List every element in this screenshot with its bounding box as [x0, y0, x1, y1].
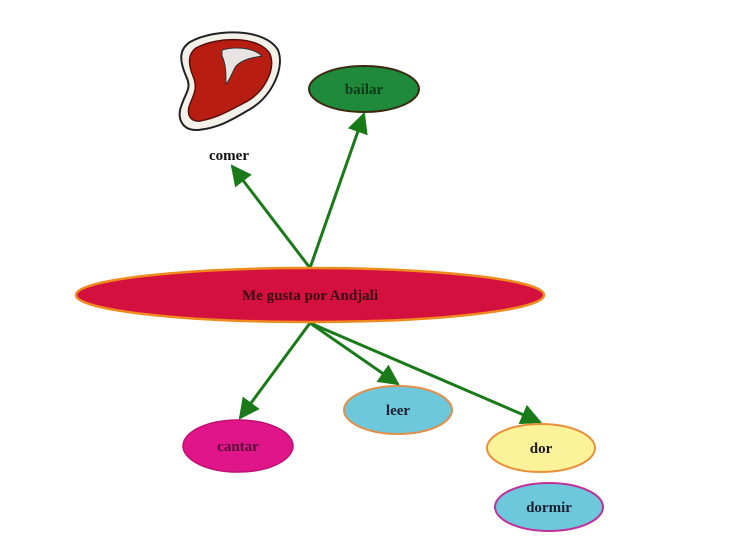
edges	[230, 112, 542, 425]
node-leer-label: leer	[386, 403, 410, 419]
node-dormir[interactable]: dormir	[494, 482, 604, 532]
node-cantar-label: cantar	[217, 439, 259, 455]
node-central[interactable]: Me gusta por Andjali	[74, 266, 546, 324]
node-dormir-label: dormir	[526, 500, 572, 516]
edge-to-cantar	[238, 322, 312, 420]
node-bailar-label: bailar	[345, 82, 384, 98]
edge-to-leer	[309, 321, 400, 386]
node-dor-label: dor	[530, 441, 553, 457]
edge-to-dor	[309, 321, 542, 425]
node-bailar[interactable]: bailar	[308, 65, 420, 113]
edge-to-comer	[230, 164, 312, 269]
steak-icon	[178, 31, 281, 132]
node-cantar[interactable]: cantar	[182, 419, 294, 473]
node-leer[interactable]: leer	[343, 385, 453, 435]
node-dor[interactable]: dor	[486, 423, 596, 473]
edge-to-bailar	[308, 112, 368, 269]
node-central-label: Me gusta por Andjali	[242, 288, 378, 304]
node-comer-label[interactable]: comer	[209, 148, 249, 164]
